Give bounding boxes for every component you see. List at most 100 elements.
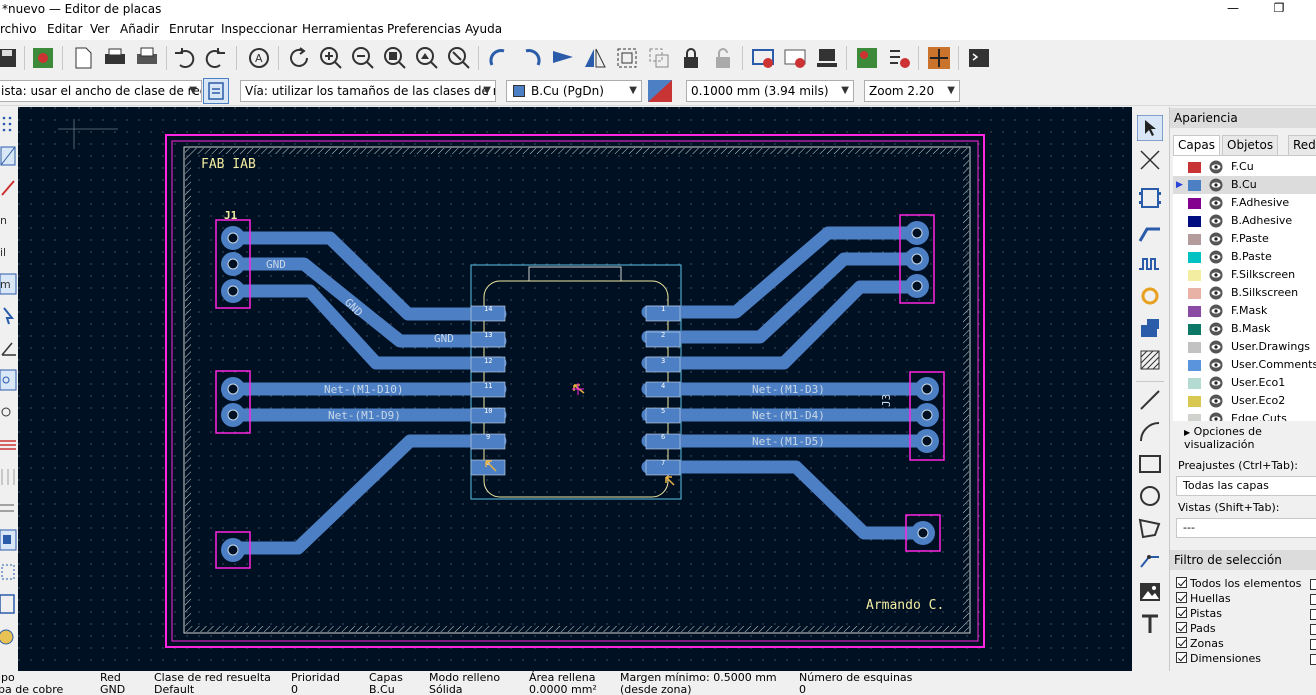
visibility-eye-icon[interactable] — [1209, 178, 1223, 192]
tab-nets[interactable]: Redes — [1288, 135, 1316, 155]
rotate-ccw-icon[interactable] — [486, 45, 512, 71]
layer-color-swatch[interactable] — [1188, 198, 1201, 209]
zoom-out-icon[interactable] — [350, 45, 376, 71]
grid-overrides-icon[interactable] — [0, 145, 17, 167]
zone-display-icon[interactable] — [0, 497, 17, 519]
visibility-eye-icon[interactable] — [1209, 340, 1223, 354]
zoom-select[interactable]: Zoom 2.20▼ — [864, 80, 960, 102]
filter-graphics-checkbox[interactable] — [1310, 609, 1316, 620]
layer-color-swatch[interactable] — [1188, 324, 1201, 335]
layer-color-swatch[interactable] — [1188, 252, 1201, 263]
undo-icon[interactable] — [172, 45, 198, 71]
visibility-eye-icon[interactable] — [1209, 376, 1223, 390]
visibility-eye-icon[interactable] — [1209, 196, 1223, 210]
layer-row-f-silkscreen[interactable]: F.Silkscreen — [1173, 266, 1316, 284]
views-select[interactable]: --- — [1176, 518, 1316, 538]
menu-edit[interactable]: Editar — [47, 22, 83, 36]
filter-text-checkbox[interactable] — [1310, 579, 1316, 590]
layer-row-edge-cuts[interactable]: Edge.Cuts — [1173, 410, 1316, 421]
layer-color-swatch[interactable] — [1188, 342, 1201, 353]
board-setup-icon[interactable] — [30, 45, 56, 71]
polar-coords-icon[interactable] — [0, 337, 17, 359]
filter-dimensions[interactable]: Dimensiones — [1176, 652, 1261, 666]
layer-row-b-paste[interactable]: B.Paste — [1173, 248, 1316, 266]
layer-row-b-adhesive[interactable]: B.Adhesive — [1173, 212, 1316, 230]
add-text-icon[interactable] — [1137, 611, 1163, 637]
mirror-icon[interactable] — [582, 45, 608, 71]
refresh-icon[interactable] — [286, 45, 312, 71]
ratsnest-icon[interactable] — [0, 177, 17, 199]
lock-icon[interactable] — [678, 45, 704, 71]
filter-pads[interactable]: Pads — [1176, 622, 1216, 636]
layer-color-swatch[interactable] — [1188, 216, 1201, 227]
filter-other-checkbox[interactable] — [1310, 639, 1316, 650]
layer-row-f-adhesive[interactable]: F.Adhesive — [1173, 194, 1316, 212]
add-via-icon[interactable] — [1137, 283, 1163, 309]
layer-color-swatch[interactable] — [1188, 396, 1201, 407]
cursor-shape-icon[interactable] — [0, 305, 17, 327]
rotate-cw-icon[interactable] — [518, 45, 544, 71]
grid-toggle-icon[interactable] — [0, 113, 17, 135]
grid-select[interactable]: 0.1000 mm (3.94 mils)▼ — [686, 80, 854, 102]
layer-row-user-eco1[interactable]: User.Eco1 — [1173, 374, 1316, 392]
plot-icon[interactable] — [134, 45, 160, 71]
page-settings-icon[interactable] — [70, 45, 96, 71]
menu-add[interactable]: Añadir — [120, 22, 160, 36]
footprint-editor-icon[interactable] — [814, 45, 840, 71]
visibility-eye-icon[interactable] — [1209, 268, 1223, 282]
layer-row-b-mask[interactable]: B.Mask — [1173, 320, 1316, 338]
presets-select[interactable]: Todas las capas — [1176, 476, 1316, 496]
tune-length-icon[interactable] — [1137, 251, 1163, 277]
filter-vias-checkbox[interactable] — [1310, 594, 1316, 605]
add-image-icon[interactable] — [1137, 579, 1163, 605]
visibility-eye-icon[interactable] — [1209, 394, 1223, 408]
layer-row-b-cu[interactable]: ▶B.Cu — [1173, 176, 1316, 194]
layer-color-swatch[interactable] — [1188, 288, 1201, 299]
pcb-canvas[interactable]: J1 — [18, 107, 1132, 671]
layer-row-f-mask[interactable]: F.Mask — [1173, 302, 1316, 320]
layer-color-swatch[interactable] — [1188, 378, 1201, 389]
via-display-icon[interactable] — [0, 433, 17, 455]
track-width-select[interactable]: ista: usar el ancho de clase de red▼ — [0, 80, 202, 102]
filter-all[interactable]: Todos los elementos — [1176, 577, 1301, 591]
tab-objects[interactable]: Objetos — [1222, 135, 1279, 155]
filter-locked-checkbox[interactable] — [1310, 654, 1316, 665]
draw-polygon-icon[interactable] — [1137, 515, 1163, 541]
layer-color-swatch[interactable] — [1188, 306, 1201, 317]
menu-help[interactable]: Ayuda — [465, 22, 503, 36]
visibility-eye-icon[interactable] — [1209, 358, 1223, 372]
track-outline-icon[interactable] — [0, 465, 17, 487]
ungroup-icon[interactable] — [646, 45, 672, 71]
filter-footprints[interactable]: Huellas — [1176, 592, 1231, 606]
print-icon[interactable] — [102, 45, 128, 71]
pad-display-icon[interactable] — [0, 401, 17, 423]
visibility-eye-icon[interactable] — [1209, 322, 1223, 336]
group-icon[interactable] — [614, 45, 640, 71]
contrast-mode-icon[interactable] — [0, 529, 17, 551]
layer-color-swatch[interactable] — [1188, 414, 1201, 421]
via-size-select[interactable]: Vía: utilizar los tamaños de las clases … — [240, 80, 496, 102]
rule-area-icon[interactable] — [1137, 347, 1163, 373]
zoom-in-icon[interactable] — [318, 45, 344, 71]
draw-circle-icon[interactable] — [1137, 483, 1163, 509]
visibility-eye-icon[interactable] — [1209, 286, 1223, 300]
menu-view[interactable]: Ver — [90, 22, 110, 36]
menu-file[interactable]: rchivo — [0, 22, 37, 36]
layer-row-user-drawings[interactable]: User.Drawings — [1173, 338, 1316, 356]
visibility-eye-icon[interactable] — [1209, 304, 1223, 318]
schematic-icon[interactable] — [926, 45, 952, 71]
display-options-toggle[interactable]: ▶ Opciones de visualización — [1184, 425, 1262, 451]
filter-keepouts-checkbox[interactable] — [1310, 624, 1316, 635]
scripting-icon[interactable] — [854, 45, 880, 71]
visibility-eye-icon[interactable] — [1209, 250, 1223, 264]
units-mm-icon[interactable]: m — [0, 273, 17, 295]
zoom-fit-icon[interactable] — [382, 45, 408, 71]
zoom-selection-icon[interactable] — [446, 45, 472, 71]
visibility-eye-icon[interactable] — [1209, 160, 1223, 174]
local-ratsnest-icon[interactable] — [1137, 147, 1163, 173]
save-icon[interactable] — [0, 45, 20, 71]
add-zone-icon[interactable] — [1137, 315, 1163, 341]
visibility-eye-icon[interactable] — [1209, 412, 1223, 421]
zoom-objects-icon[interactable] — [414, 45, 440, 71]
units-inch-icon[interactable]: n — [0, 209, 17, 231]
